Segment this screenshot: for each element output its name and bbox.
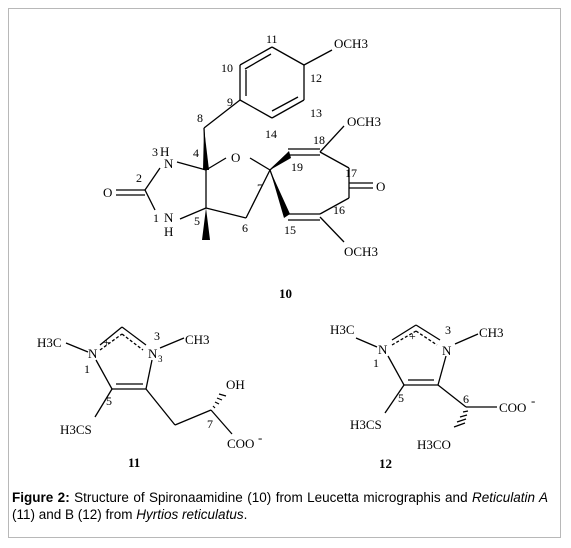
hashed-wedge-11	[212, 393, 227, 409]
c12-num-5: 5	[398, 391, 404, 405]
caption-italic-reticulatin: Reticulatin A	[472, 490, 548, 505]
c11-h3cs: H3CS	[60, 422, 92, 437]
compound-id-11: 11	[128, 455, 140, 470]
atom-num-15: 15	[284, 223, 296, 237]
atom-num-1: 1	[153, 211, 159, 225]
compound-id-10: 10	[279, 286, 292, 301]
atom-num-13: 13	[310, 106, 322, 120]
atom-num-17: 17	[345, 166, 357, 180]
atom-num-6: 6	[242, 221, 248, 235]
wedge-c7-c15	[270, 170, 290, 218]
c12-h3cs: H3CS	[350, 417, 382, 432]
c11-minus: -	[258, 430, 262, 445]
atom-num-2: 2	[136, 171, 142, 185]
c11-n3: N	[148, 346, 158, 361]
c12-minus: -	[531, 393, 535, 408]
atom-num-9: 9	[227, 95, 233, 109]
wedge-c7-c19	[270, 151, 291, 170]
compound-12-bonds	[355, 324, 497, 414]
c11-num-1: 1	[84, 362, 90, 376]
c12-num-6: 6	[463, 392, 469, 406]
atom-num-11: 11	[266, 32, 278, 46]
atom-num-10: 10	[221, 61, 233, 75]
atom-o-ring: O	[231, 150, 240, 165]
atom-num-4: 4	[193, 146, 199, 160]
c12-coo: COO	[499, 400, 526, 415]
substituent-ome-c16: OCH3	[344, 244, 378, 259]
compound-id-12: 12	[379, 456, 392, 471]
caption-text-1: Structure of Spironaamidine (10) from Le…	[69, 490, 473, 505]
atom-num-7: 7	[257, 181, 263, 195]
atom-h-n3: H	[160, 144, 169, 159]
c11-plus: +	[103, 335, 110, 349]
figure-caption: Figure 2: Structure of Spironaamidine (1…	[12, 489, 548, 523]
c11-ch3: CH3	[185, 332, 210, 347]
c12-num-3: 3	[445, 323, 451, 337]
c11-coo: COO	[227, 436, 254, 451]
atom-n-1: N	[164, 210, 174, 225]
substituent-ome-c18: OCH3	[347, 114, 381, 129]
atom-num-12: 12	[310, 71, 322, 85]
c12-n1: N	[378, 342, 388, 357]
c12-h3co: H3CO	[417, 437, 451, 452]
atom-num-8: 8	[197, 111, 203, 125]
c11-h3c: H3C	[37, 335, 62, 350]
c12-h3c: H3C	[330, 322, 355, 337]
c11-n3-sub: 3	[158, 354, 163, 364]
atom-num-18: 18	[313, 133, 325, 147]
c12-plus: +	[409, 329, 416, 343]
c11-num-7: 7	[207, 417, 213, 431]
atom-o-carbonyl: O	[103, 185, 112, 200]
hashed-wedge-12	[453, 410, 469, 428]
atom-num-16: 16	[333, 203, 345, 217]
atom-num-14: 14	[265, 127, 277, 141]
compound-11-bonds	[65, 326, 233, 435]
caption-text-3: .	[243, 507, 248, 522]
compound-10-bonds	[116, 46, 373, 243]
c11-n1: N	[88, 346, 98, 361]
atom-num-5: 5	[194, 214, 200, 228]
c12-ch3: CH3	[479, 325, 504, 340]
atom-num-19: 19	[291, 160, 303, 174]
c12-n3: N	[442, 343, 452, 358]
c11-num-3-top: 3	[154, 329, 160, 343]
atom-num-3: 3	[152, 145, 158, 159]
atom-n-3: N	[164, 156, 174, 171]
atom-h-n1: H	[164, 224, 173, 239]
wedge-c5-nhch3	[202, 208, 210, 240]
caption-text-2: (11) and B (12) from	[12, 507, 137, 522]
substituent-ome-c12: OCH3	[334, 36, 368, 51]
caption-italic-hyrtios: Hyrtios reticulatus	[136, 507, 244, 522]
figure-frame	[8, 8, 561, 538]
wedge-c4-c8	[203, 128, 209, 170]
c12-num-1: 1	[373, 356, 379, 370]
c11-oh: OH	[226, 377, 245, 392]
c11-num-5: 5	[106, 394, 112, 408]
atom-o-ketone: O	[376, 179, 385, 194]
caption-label: Figure 2:	[12, 490, 70, 505]
